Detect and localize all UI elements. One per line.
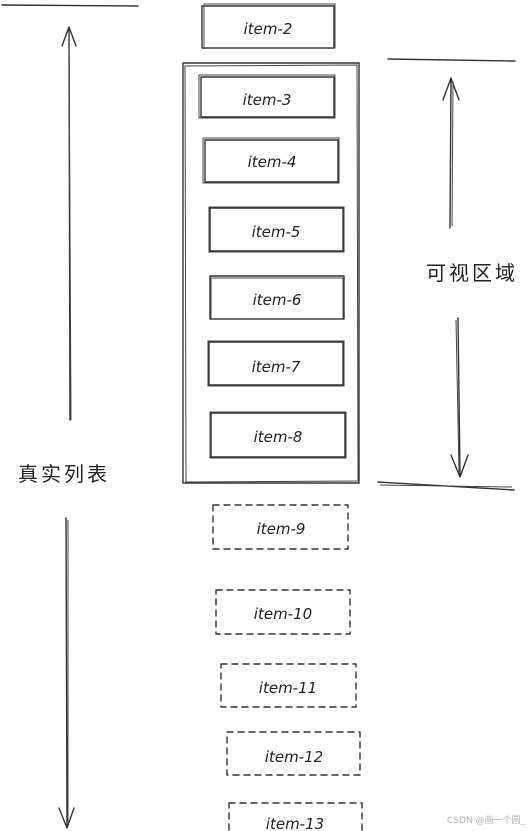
list-item-dashed: item-11 — [220, 663, 357, 708]
list-item-dashed: item-13 — [228, 802, 363, 831]
list-item: item-7 — [207, 340, 345, 387]
list-item-dashed: item-10 — [215, 589, 351, 635]
item-label: item-2 — [244, 20, 293, 38]
list-item: item-5 — [208, 206, 345, 253]
item-label: item-10 — [254, 605, 312, 623]
list-item: item-6 — [209, 275, 345, 320]
visible-area-top-line — [387, 58, 516, 62]
watermark-text: CSDN @画一个圆_ — [447, 815, 526, 826]
real-list-label: 真实列表 — [18, 462, 110, 486]
item-label: item-6 — [253, 291, 302, 309]
item-label: item-5 — [252, 223, 301, 241]
list-item: item-3 — [198, 74, 336, 119]
list-item-dashed: item-12 — [226, 731, 361, 776]
real-list-top-line — [1, 4, 139, 7]
visible-area-arrow-up — [442, 77, 460, 229]
item-label: item-4 — [248, 153, 297, 171]
visible-area-frame — [182, 62, 360, 484]
item-label: item-11 — [259, 679, 317, 697]
list-item-dashed: item-9 — [212, 504, 349, 550]
item-label: item-13 — [266, 815, 324, 831]
list-item: item-2 — [201, 3, 336, 49]
visible-area-label: 可视区域 — [426, 261, 518, 285]
real-list-arrow-down — [58, 517, 75, 829]
item-label: item-12 — [265, 748, 323, 766]
item-label: item-3 — [243, 91, 292, 109]
item-label: item-9 — [257, 520, 306, 538]
item-label: item-8 — [254, 428, 303, 446]
visible-area-arrow-down — [450, 317, 469, 478]
item-label: item-7 — [252, 358, 301, 376]
list-item: item-4 — [202, 137, 340, 184]
visible-area-bottom-line — [377, 481, 515, 491]
real-list-arrow-up — [61, 26, 77, 421]
list-item: item-8 — [209, 411, 347, 459]
